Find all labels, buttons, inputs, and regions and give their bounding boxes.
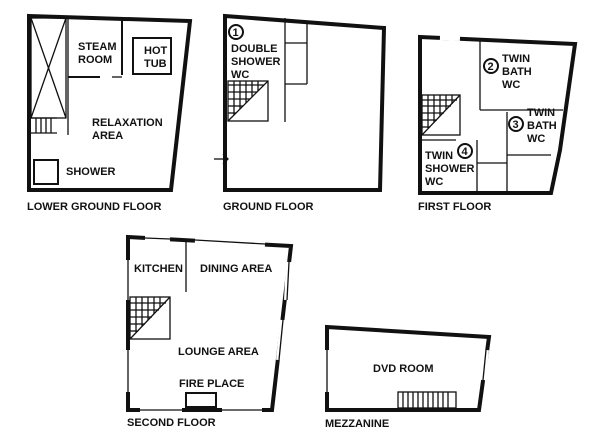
room-label-twin-bath: WC <box>527 133 545 145</box>
first-stairs-icon <box>421 94 461 136</box>
room-label-twin-bath: WC <box>502 79 520 91</box>
room-label-twin-shower: TWIN <box>425 150 453 162</box>
room-label-twin-bath: BATH <box>502 66 532 78</box>
lower-ground-stairs-icon <box>31 117 57 134</box>
room-label-double-shower: SHOWER <box>231 56 281 68</box>
room-label-kitchen: KITCHEN <box>134 263 183 275</box>
lower-ground-storage <box>30 17 67 119</box>
room-label-twin-shower: SHOWER <box>425 163 475 175</box>
lower-ground-outline <box>27 13 193 192</box>
room-label-shower: SHOWER <box>66 166 116 178</box>
second-stairs-icon <box>129 296 171 340</box>
room-label-twin-bath: TWIN <box>502 53 530 65</box>
second-floor-plan: KITCHEN DINING AREA LOUNGE AREA FIRE PLA… <box>125 234 294 429</box>
room-label-hot-tub: HOT <box>144 45 168 57</box>
floor-title-mezzanine: MEZZANINE <box>325 418 389 430</box>
hot-tub <box>132 37 172 75</box>
ground-outline <box>223 13 387 192</box>
bathroom-number: 3 <box>513 119 519 131</box>
mezzanine-stairs-icon <box>397 391 457 409</box>
shower-tray <box>33 159 59 185</box>
room-label-steam: STEAM <box>78 41 117 53</box>
floor-title-lower-ground: LOWER GROUND FLOOR <box>27 201 161 213</box>
bathroom-number: 4 <box>462 146 469 158</box>
room-label-twin-bath: TWIN <box>527 107 555 119</box>
room-label-lounge: LOUNGE AREA <box>178 346 259 358</box>
bathroom-number-badge <box>228 24 244 40</box>
fireplace-hearth <box>185 392 217 408</box>
floor-title-second: SECOND FLOOR <box>127 417 216 429</box>
room-label-double-shower: WC <box>231 69 249 81</box>
bathroom-number-badge <box>508 116 524 132</box>
first-outline <box>418 34 578 195</box>
room-label-dining: DINING AREA <box>200 263 272 275</box>
bathroom-number: 2 <box>488 61 494 73</box>
room-label-hot-tub: TUB <box>144 58 167 70</box>
arrow-right-icon <box>214 153 229 165</box>
room-label-double-shower: DOUBLE <box>231 43 277 55</box>
room-label-steam: ROOM <box>78 54 112 66</box>
lower-ground-floor-plan: STEAM ROOM HOT TUB RELAXATION AREA SHOWE… <box>27 13 193 213</box>
bathroom-number-badge <box>457 143 473 159</box>
ground-stairs-icon <box>227 80 269 122</box>
room-label-twin-bath: BATH <box>527 120 557 132</box>
room-label-relaxation: RELAXATION <box>92 117 163 129</box>
floor-title-ground: GROUND FLOOR <box>223 201 313 213</box>
bathroom-number-badge <box>483 58 499 74</box>
room-label-dvd: DVD ROOM <box>373 363 434 375</box>
bathroom-number: 1 <box>233 27 239 39</box>
floor-title-first: FIRST FLOOR <box>418 201 491 213</box>
first-floor-plan: 2 TWIN BATH WC 3 TWIN BATH WC 4 TWIN SHO… <box>418 34 578 213</box>
room-label-relaxation: AREA <box>92 130 123 142</box>
room-label-fireplace: FIRE PLACE <box>179 378 244 390</box>
mezzanine-plan: DVD ROOM MEZZANINE <box>324 324 492 430</box>
room-label-twin-shower: WC <box>425 176 443 188</box>
ground-floor-plan: 1 DOUBLE SHOWER WC GROUND FLOOR <box>214 13 387 213</box>
